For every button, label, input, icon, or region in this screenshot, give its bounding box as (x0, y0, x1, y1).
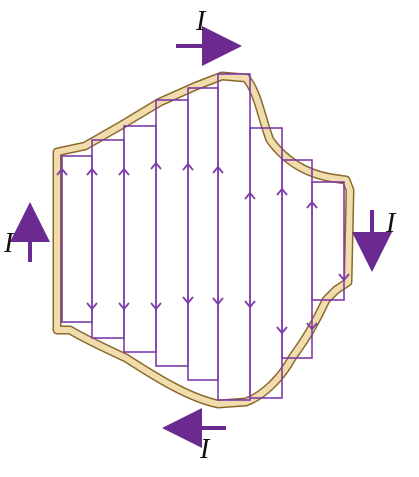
loop-rect-7 (249, 127, 283, 399)
loop-arrow-up-3 (86, 167, 98, 176)
loop-arrow-down-6 (150, 302, 162, 311)
current-label-right: I (385, 208, 397, 239)
loop-rect-6 (217, 73, 251, 401)
current-label-bottom: I (199, 434, 211, 465)
loop-rect-2 (91, 139, 125, 339)
wire-conductor-core (54, 73, 353, 407)
loop-rect-5 (187, 87, 219, 381)
loop-arrow-down-14 (276, 326, 288, 335)
loop-rect-4 (155, 99, 189, 367)
loop-arrow-down-18 (338, 273, 350, 282)
loop-arrow-down-10 (212, 297, 224, 306)
loop-arrow-down-2 (86, 302, 98, 311)
loop-arrow-up-13 (244, 191, 256, 200)
wire-conductor (52, 71, 355, 409)
loop-rect-3 (123, 125, 157, 353)
loop-rect-9 (311, 181, 345, 301)
loop-rect-1 (61, 155, 93, 323)
loop-arrow-up-7 (150, 161, 162, 170)
loop-arrow-up-11 (212, 165, 224, 174)
loop-arrow-down-4 (118, 302, 130, 311)
loop-arrow-up-1 (56, 167, 68, 176)
current-label-left: I (3, 228, 15, 259)
loop-arrow-up-5 (118, 167, 130, 176)
loop-arrow-up-9 (182, 162, 194, 171)
loop-arrow-down-12 (244, 300, 256, 309)
current-label-top: I (195, 6, 207, 37)
loop-arrow-down-16 (306, 322, 318, 331)
loop-arrow-down-8 (182, 296, 194, 305)
loop-arrow-up-17 (306, 200, 318, 209)
current-loops (56, 73, 350, 401)
loop-arrow-up-15 (276, 187, 288, 196)
